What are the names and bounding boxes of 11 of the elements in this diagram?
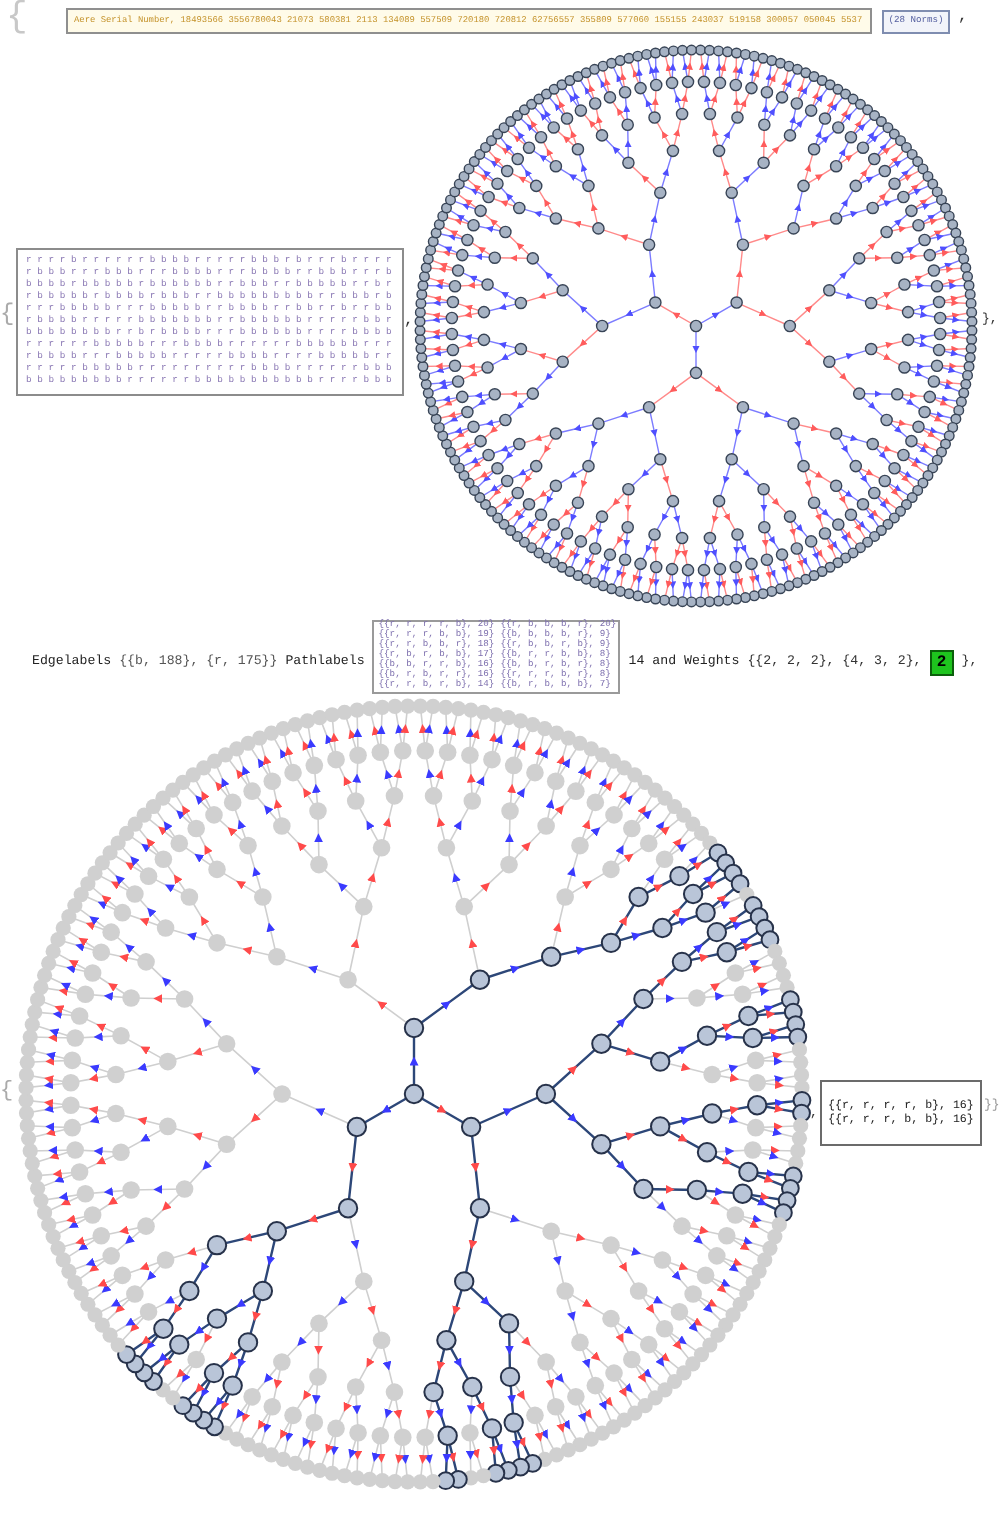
path-label-table [372,620,621,694]
brace: { [6,0,28,36]
comma: , [958,10,968,26]
brace: { [0,1082,14,1104]
result-panel [820,1080,982,1146]
weight-highlight [929,650,954,676]
comma: , [404,314,414,330]
weight-value: 2 [936,653,947,673]
edge-label-table [16,248,404,396]
serial-number-panel [66,8,872,34]
norms-tag [882,10,950,34]
